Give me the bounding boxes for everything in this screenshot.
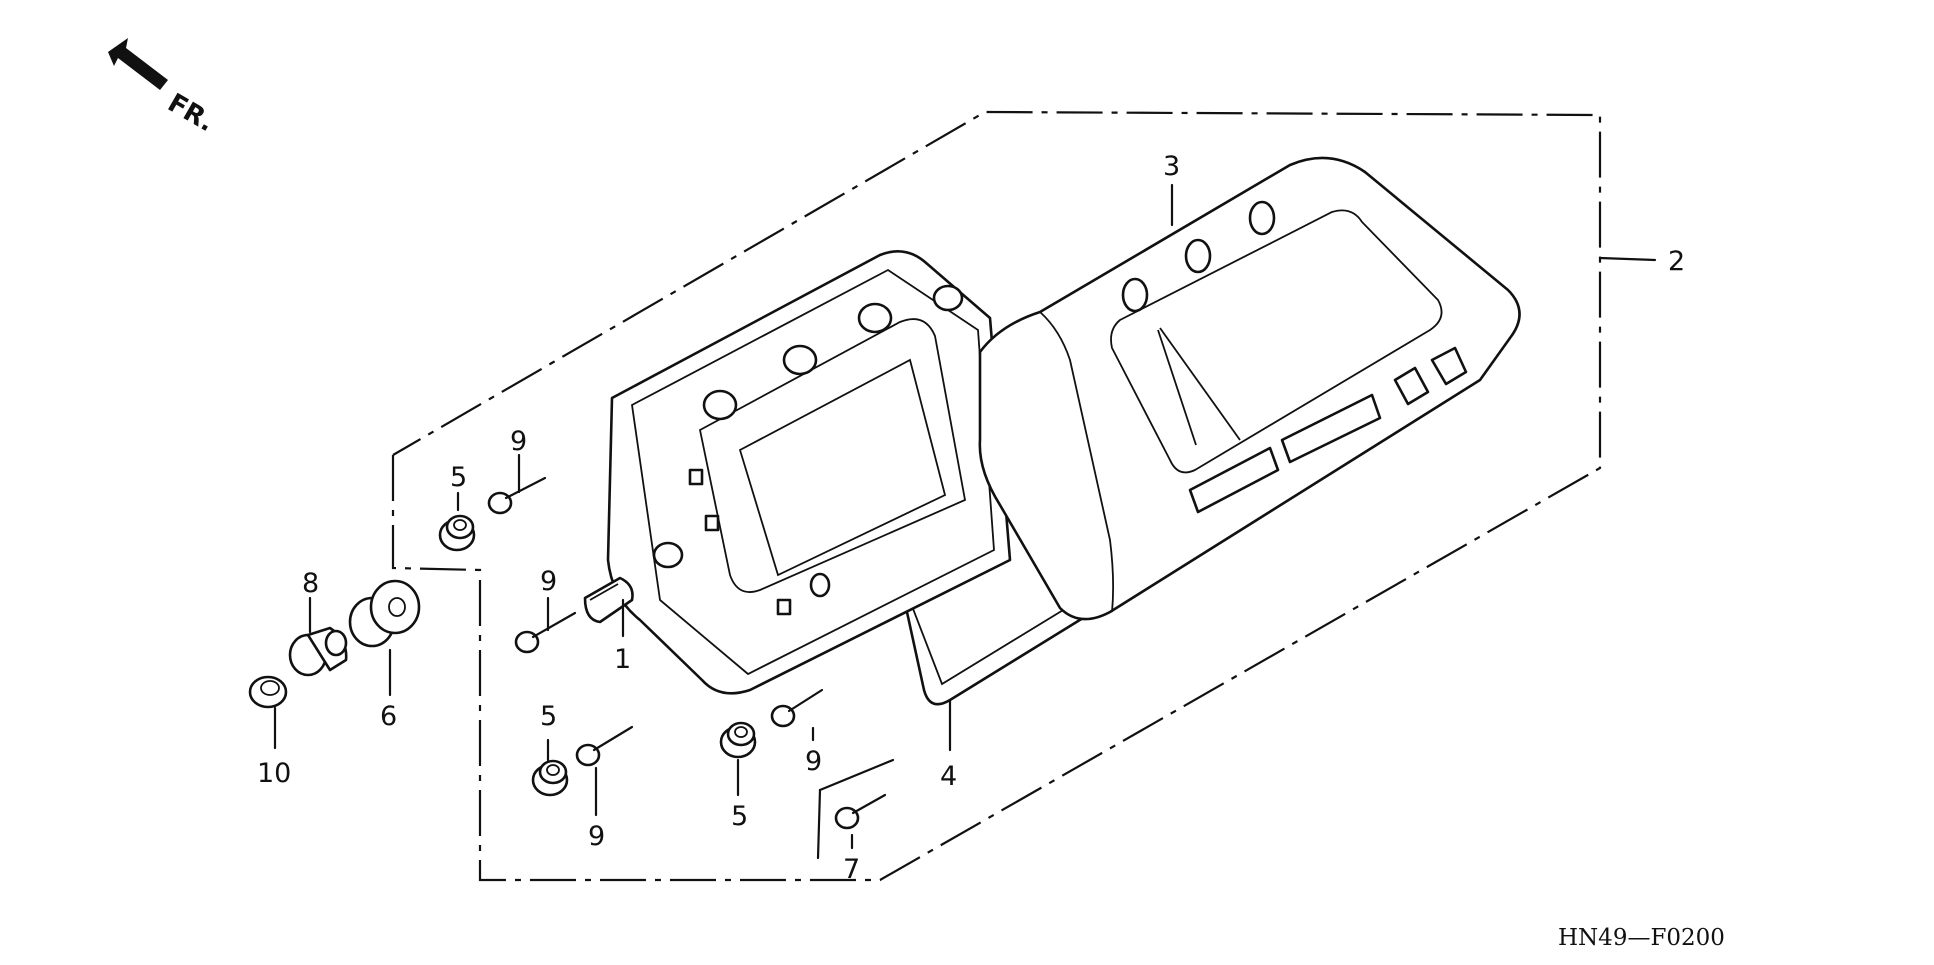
meter-visor-cover <box>978 156 1521 621</box>
callout-1: 1 <box>614 644 631 675</box>
callout-2: 2 <box>1668 246 1685 277</box>
callout-9-middle: 9 <box>540 566 557 597</box>
callout-9-right: 9 <box>805 746 822 777</box>
callout-9-top: 9 <box>510 426 527 457</box>
leader-lines <box>273 183 1174 850</box>
callout-3: 3 <box>1163 151 1180 182</box>
meter-case-body <box>606 249 1012 695</box>
callout-8: 8 <box>302 568 319 599</box>
screw-9-top <box>487 476 547 515</box>
assembly-group-outline <box>391 110 1602 882</box>
callout-5-bottom-left: 5 <box>540 701 557 732</box>
leader-line-2 <box>1598 256 1657 262</box>
collar-8 <box>288 626 348 677</box>
nut-10 <box>248 675 288 709</box>
callout-6: 6 <box>380 701 397 732</box>
screw-7 <box>816 758 895 860</box>
rubber-mount-6 <box>348 579 421 648</box>
screw-9-bottom-left <box>575 725 634 767</box>
callout-10: 10 <box>257 758 291 789</box>
callout-4: 4 <box>940 761 957 792</box>
clip-1 <box>583 576 634 624</box>
grommet-5-top <box>438 514 476 552</box>
screw-9-middle <box>514 611 577 654</box>
front-direction-arrow-icon <box>108 38 168 90</box>
grommet-5-bottom-left <box>531 759 569 797</box>
diagram-code: HN49—F0200 <box>1558 925 1725 951</box>
direction-label: FR. <box>163 88 220 138</box>
screw-9-right <box>770 688 824 728</box>
callout-5-bottom-middle: 5 <box>731 801 748 832</box>
grommet-5-bottom-middle <box>719 721 757 759</box>
callout-7: 7 <box>843 854 860 885</box>
callout-5-top: 5 <box>450 462 467 493</box>
callout-9-bottom-left: 9 <box>588 821 605 852</box>
